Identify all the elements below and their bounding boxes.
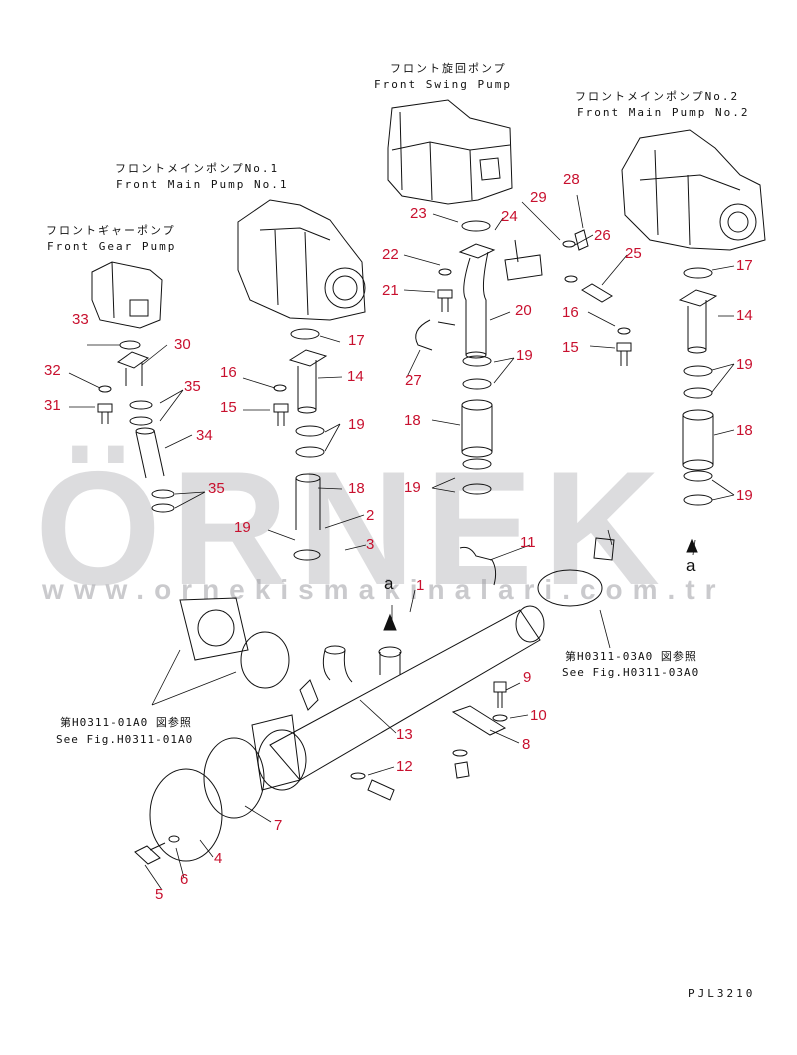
callout-3: 3 — [366, 536, 375, 553]
callout-16-a: 16 — [220, 364, 237, 381]
callout-32: 32 — [44, 362, 61, 379]
callout-31: 31 — [44, 397, 61, 414]
callout-18-b: 18 — [404, 412, 421, 429]
callout-19-c: 19 — [404, 479, 421, 496]
watermark-url: www.ornekismakinalari.com.tr — [42, 574, 726, 605]
ref-h0311-03a0-en: See Fig.H0311-03A0 — [562, 666, 700, 679]
callout-15-a: 15 — [220, 399, 237, 416]
callout-17-b: 17 — [736, 257, 753, 274]
callout-14-a: 14 — [347, 368, 364, 385]
title-front-main-pump-1-jp: フロントメインポンプNo.1 — [115, 162, 280, 175]
callout-6: 6 — [180, 871, 189, 888]
title-front-main-pump-2-en: Front Main Pump No.2 — [577, 106, 750, 119]
callout-19-f: 19 — [234, 519, 251, 536]
title-front-main-pump-2-jp: フロントメインポンプNo.2 — [575, 90, 740, 103]
callout-1: 1 — [416, 577, 425, 594]
callout-5: 5 — [155, 886, 164, 903]
suction-tank — [149, 537, 615, 862]
callout-19-b: 19 — [516, 347, 533, 364]
hose-clamps — [129, 355, 713, 561]
flange-tubes — [116, 243, 718, 414]
callout-33: 33 — [72, 311, 89, 328]
title-front-main-pump-1-en: Front Main Pump No.1 — [116, 178, 289, 191]
callout-26: 26 — [594, 227, 611, 244]
callout-9: 9 — [523, 669, 532, 686]
title-front-swing-pump-jp: フロント旋回ポンプ — [390, 62, 507, 75]
callout-10: 10 — [530, 707, 547, 724]
o-rings — [119, 220, 713, 350]
callout-35-a: 35 — [184, 378, 201, 395]
bracket-and-hose-fittings — [415, 239, 543, 351]
callout-18-a: 18 — [348, 480, 365, 497]
view-marker-a-center: a — [384, 574, 394, 593]
title-front-swing-pump-en: Front Swing Pump — [374, 78, 512, 91]
callout-35-b: 35 — [208, 480, 225, 497]
callout-4: 4 — [214, 850, 223, 867]
callout-23: 23 — [410, 205, 427, 222]
callout-8: 8 — [522, 736, 531, 753]
callout-11: 11 — [520, 534, 536, 551]
callout-18-c: 18 — [736, 422, 753, 439]
title-front-gear-pump-jp: フロントギャーポンプ — [46, 224, 176, 237]
front-main-pump-1-body — [237, 199, 366, 321]
bolts-and-washers — [97, 229, 632, 865]
callout-14-b: 14 — [736, 307, 753, 324]
hoses — [135, 399, 714, 530]
ref-h0311-03a0-jp: 第H0311-03A0 図参照 — [565, 650, 697, 663]
ref-h0311-01a0-jp: 第H0311-01A0 図参照 — [60, 716, 192, 729]
callout-15-b: 15 — [562, 339, 579, 356]
callout-25: 25 — [625, 245, 642, 262]
title-front-gear-pump-en: Front Gear Pump — [47, 240, 177, 253]
callout-19-a: 19 — [348, 416, 365, 433]
callout-21: 21 — [382, 282, 399, 299]
callout-27: 27 — [405, 372, 422, 389]
view-marker-a-right: a — [686, 556, 696, 575]
callout-29: 29 — [530, 189, 547, 206]
callout-22: 22 — [382, 246, 399, 263]
callout-16-b: 16 — [562, 304, 579, 321]
callout-19-e: 19 — [736, 487, 753, 504]
callout-28: 28 — [563, 171, 580, 188]
callout-24: 24 — [501, 208, 518, 225]
drawing-code: PJL3210 — [688, 987, 756, 1000]
front-swing-pump-body — [387, 99, 513, 205]
callout-13: 13 — [396, 726, 413, 743]
leader-lines — [68, 194, 735, 891]
view-arrows — [383, 538, 698, 631]
callout-20: 20 — [515, 302, 532, 319]
callout-19-d: 19 — [736, 356, 753, 373]
ref-h0311-01a0-en: See Fig.H0311-01A0 — [56, 733, 194, 746]
watermark-brand: ÖRNEK — [35, 438, 671, 619]
front-gear-pump-body — [91, 261, 163, 329]
callout-30: 30 — [174, 336, 191, 353]
callout-12: 12 — [396, 758, 413, 775]
callout-17-a: 17 — [348, 332, 365, 349]
front-main-pump-2-body — [621, 129, 766, 251]
callout-7: 7 — [274, 817, 283, 834]
callout-2: 2 — [366, 507, 375, 524]
callout-34: 34 — [196, 427, 213, 444]
